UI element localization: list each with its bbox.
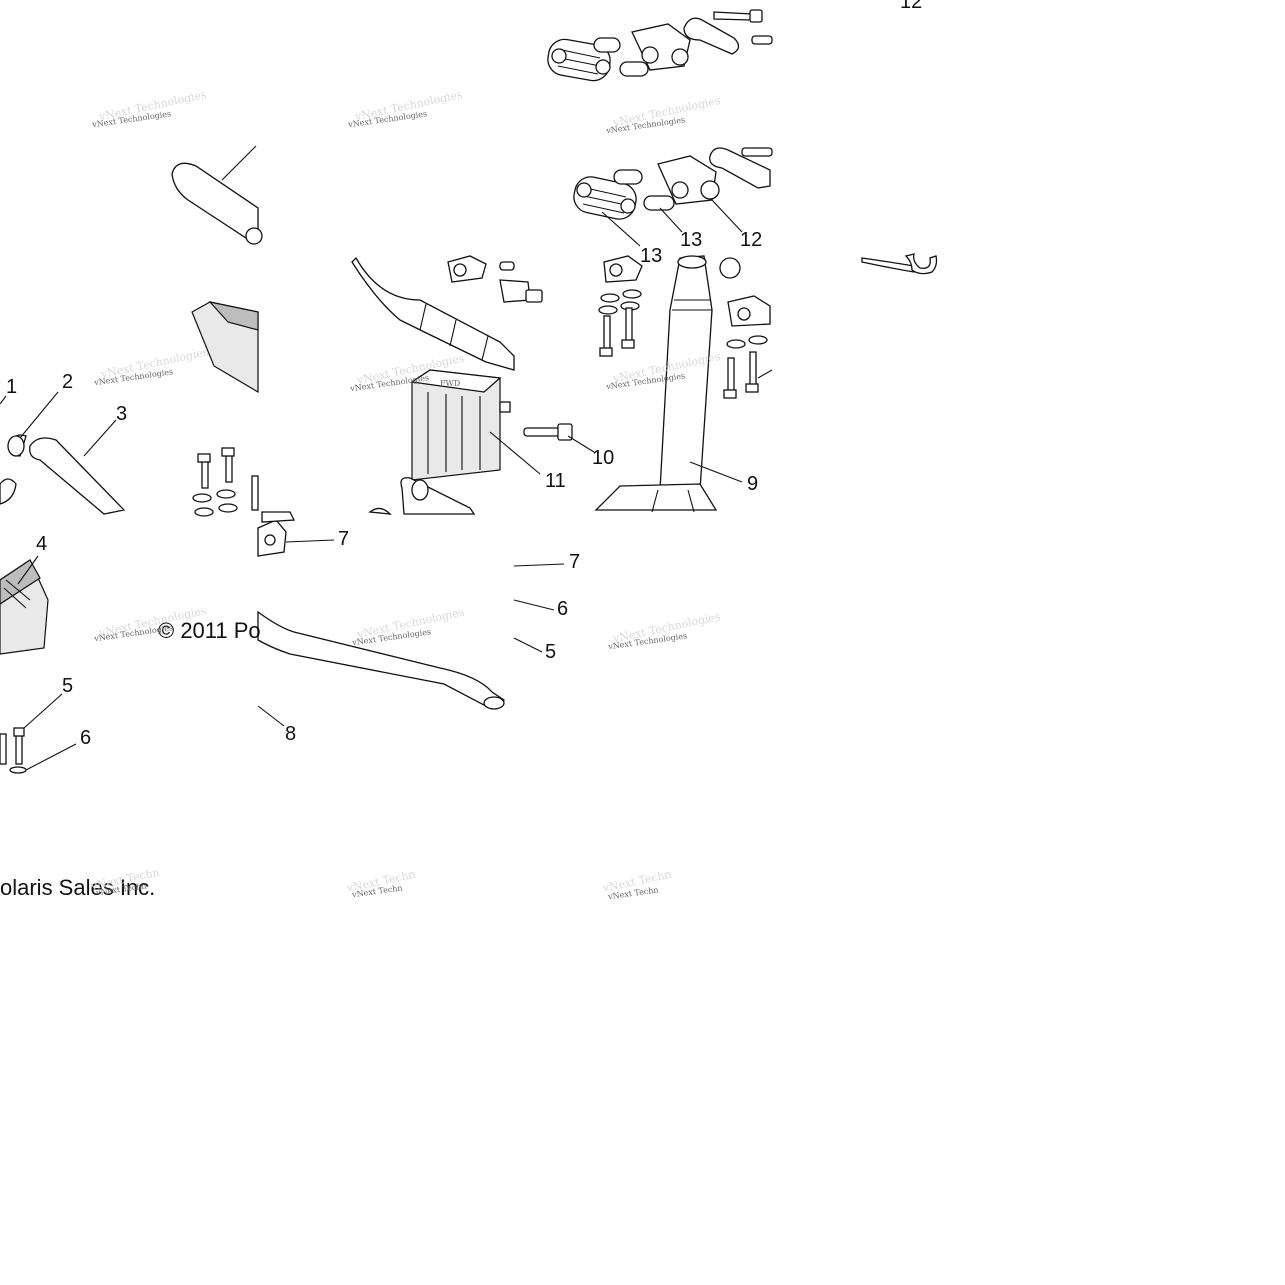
spacer-part [613,169,643,185]
handlebar-clamp-part [547,38,611,82]
washers-and-bolts-mid [598,289,773,399]
bolts-left-bottom [0,727,27,774]
lower-clamps-mid [447,255,771,327]
spacer-part [643,195,675,211]
handlebar-pad-part: FWD [410,369,502,481]
plate-part [683,17,740,55]
riser-part [657,155,720,205]
callout-4: 4 [36,533,47,555]
handlebar-pad-part [191,301,259,394]
callout-11: 11 [545,470,566,492]
callout-6: 6 [557,598,568,620]
callout-12: 12 [900,0,922,13]
spacer-part [593,37,621,53]
callout-1: 1 [6,376,17,398]
upper-clamp-hardware-mid [573,147,773,220]
callout-6: 6 [80,727,91,749]
fwd-label: FWD [440,379,460,388]
washers-and-bolts-left [192,447,259,517]
bolt-part [741,147,773,157]
callout-13: 13 [680,229,702,251]
callout-7: 7 [569,551,580,573]
callout-9: 9 [747,473,758,495]
callout-12: 12 [740,229,762,251]
callout-5: 5 [545,641,556,663]
callout-7: 7 [338,528,349,550]
handlebar-end-part [400,477,476,515]
handlebar-grip-end [171,145,263,245]
handlebar-lower-part [257,610,505,710]
bolt-part [751,35,773,45]
callout-2: 2 [62,371,73,393]
fragment-part [861,257,915,273]
handlebar-part [351,256,515,371]
handlebar-pad-part [0,559,49,655]
clamp-bolt-part [499,401,573,441]
copyright-text-part1: © 2011 Po [158,618,261,643]
upper-clamp-hardware-top [547,9,773,82]
bolt-part [713,11,753,21]
plate-part [709,147,771,189]
riser-part [631,23,691,71]
callout-8: 8 [285,723,296,745]
grip-and-end-cap [0,434,126,515]
callout-10: 10 [592,447,614,469]
callout-3: 3 [116,403,127,425]
handlebar-clamp-part [573,176,637,220]
steering-post-part [594,255,741,513]
spacer-part [619,61,649,77]
callout-13: 13 [640,245,662,267]
lower-clamp-part [257,507,392,557]
copyright-text-part2: olaris Sales Inc. [0,875,155,900]
callout-5: 5 [62,675,73,697]
